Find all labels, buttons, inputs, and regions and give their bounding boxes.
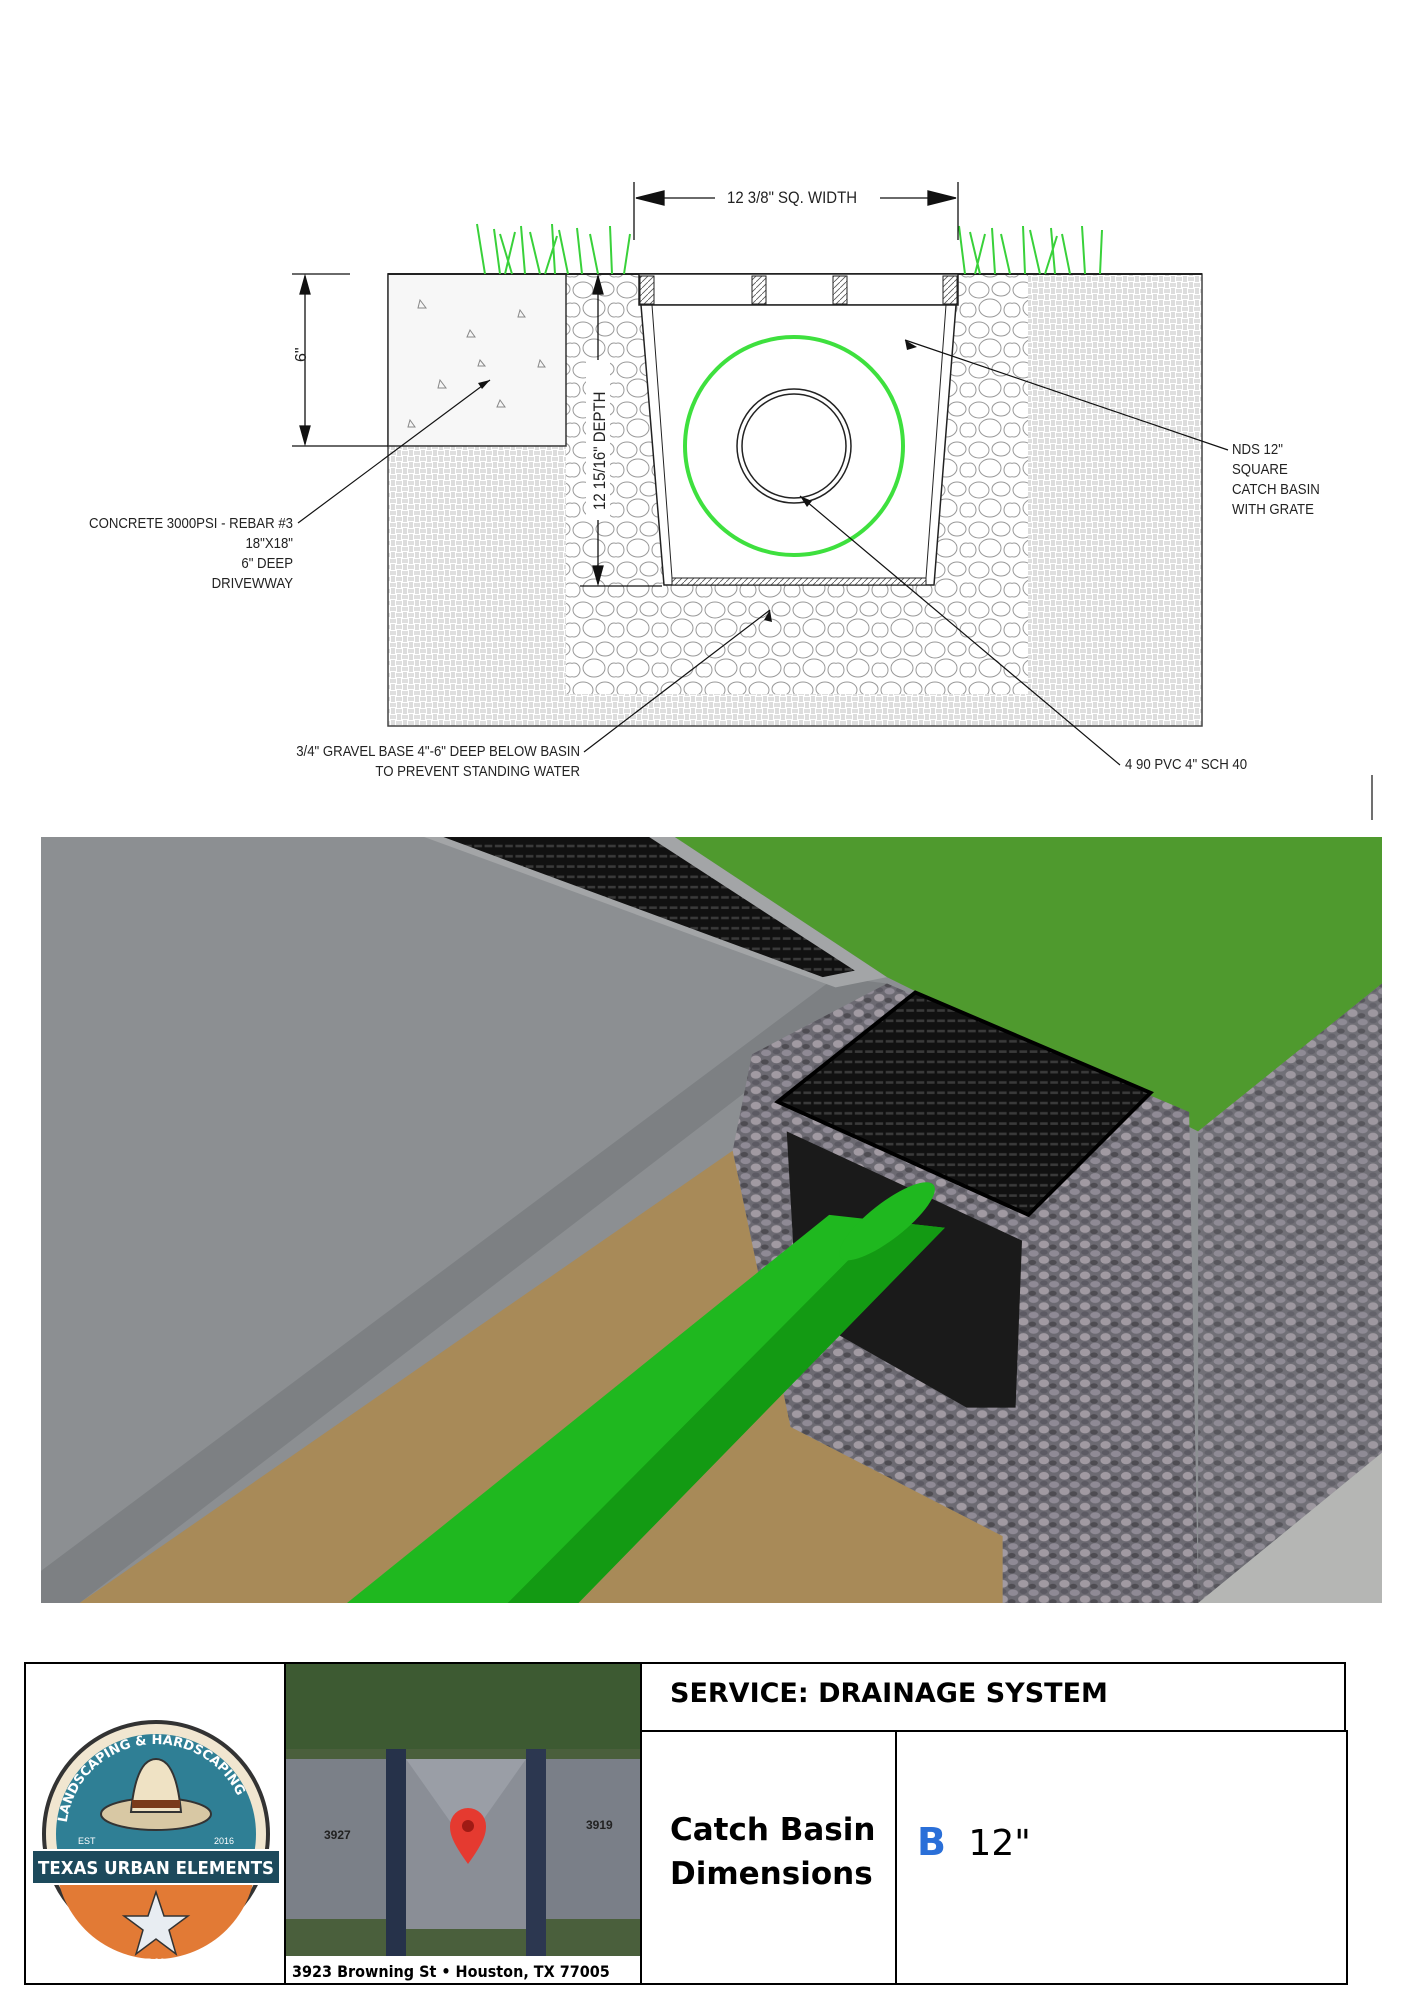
dimension-label-cell: Catch Basin Dimensions — [640, 1730, 897, 1985]
grass-lawn — [674, 837, 1382, 1132]
note-line: DRIVEWWAY — [211, 575, 293, 592]
pvc-pipe-section — [736, 388, 852, 504]
note-line: NDS 12" — [1232, 441, 1283, 458]
address-label: 3923 Browning St • Houston, TX 77005 — [292, 1962, 610, 1981]
soil-trench — [79, 1150, 1003, 1603]
basin-grate — [774, 990, 1154, 1218]
concrete-note: CONCRETE 3000PSI - REBAR #3 18"X18" 6" D… — [0, 514, 293, 594]
logo-name: TEXAS URBAN ELEMENTS — [38, 1858, 274, 1879]
dimension-key: B — [917, 1820, 946, 1864]
aerial-map[interactable]: 3927 3919 — [286, 1664, 640, 1956]
house-number-right: 3919 — [586, 1818, 613, 1832]
slab-edge — [41, 977, 887, 1603]
logo-year: 2016 — [214, 1836, 234, 1846]
dimension-label-line1: Catch Basin — [670, 1812, 876, 1848]
logo-cell: LANDSCAPING & HARDSCAPING EST 2016 TEXAS… — [24, 1662, 286, 1985]
house-number-left: 3927 — [324, 1828, 351, 1842]
pvc-pipe — [347, 1214, 945, 1603]
gravel-note: 3/4" GRAVEL BASE 4"-6" DEEP BELOW BASIN … — [0, 742, 580, 782]
logo-est: EST — [78, 1836, 96, 1846]
grass-icon — [476, 223, 1103, 275]
dimension-label-line2: Dimensions — [670, 1856, 873, 1892]
gravel-side — [1198, 983, 1382, 1603]
service-cell: SERVICE: DRAINAGE SYSTEM — [640, 1662, 1346, 1732]
note-line: CONCRETE 3000PSI - REBAR #3 — [89, 515, 294, 532]
slab-dimension-label: 6" — [293, 347, 310, 362]
note-line: WITH GRATE — [1232, 501, 1314, 518]
basin-note: NDS 12" SQUARE CATCH BASIN WITH GRATE — [1232, 440, 1332, 520]
catch-basin-3d-render — [41, 837, 1382, 1603]
location-pin-icon — [450, 1808, 486, 1864]
basin-grate — [638, 273, 959, 306]
catch-basin-section-diagram — [292, 182, 1373, 820]
concrete-slab — [387, 273, 567, 447]
note-line: SQUARE — [1232, 461, 1288, 478]
note-line: TO PREVENT STANDING WATER — [375, 763, 580, 780]
depth-dimension-label: 12 15/16" DEPTH — [590, 391, 609, 510]
note-line: 3/4" GRAVEL BASE 4"-6" DEEP BELOW BASIN — [296, 743, 580, 760]
dimension-value: 12" — [968, 1823, 1031, 1864]
note-line: CATCH BASIN — [1232, 481, 1320, 498]
location-map-cell: 3927 3919 3923 Browning St • Houston, TX… — [284, 1662, 642, 1985]
basin-body — [786, 1131, 1022, 1408]
service-title: SERVICE: DRAINAGE SYSTEM — [670, 1678, 1108, 1709]
texas-urban-elements-logo: LANDSCAPING & HARDSCAPING EST 2016 TEXAS… — [31, 1720, 281, 1969]
width-dimension-label: 12 3/8" SQ. WIDTH — [727, 188, 858, 207]
pipe-note: 4 90 PVC 4" SCH 40 — [1125, 756, 1248, 773]
pipe-knockout-outline — [683, 335, 905, 557]
dimension-value-cell: B 12" — [895, 1730, 1348, 1985]
logo-url: TXURBAN.COM — [115, 1957, 198, 1969]
note-line: 6" DEEP — [241, 555, 293, 572]
note-line: 18"X18" — [245, 535, 293, 552]
